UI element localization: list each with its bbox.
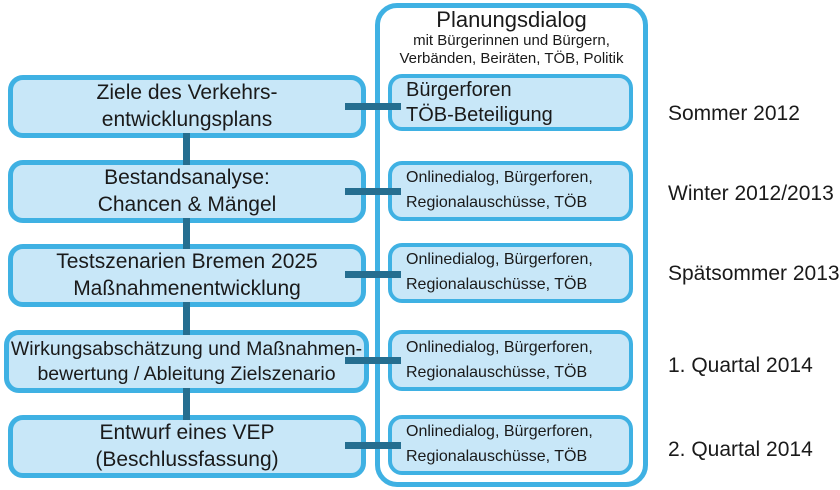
- timeline-label-row2: Winter 2012/2013: [668, 182, 834, 205]
- connector-vertical-stage1-stage2: [183, 133, 190, 165]
- participation-label-row4: Onlinedialog, Bürgerforen, Regionalausch…: [406, 338, 593, 381]
- stage-box-testszenarien: Testszenarien Bremen 2025 Maßnahmenentwi…: [8, 244, 366, 307]
- timeline-label-row5: 2. Quartal 2014: [668, 438, 813, 461]
- planungsdialog-subtitle: mit Bürgerinnen und Bürgern, Verbänden, …: [399, 32, 624, 67]
- connector-horizontal-row3: [345, 271, 401, 278]
- connector-vertical-stage2-stage3: [183, 218, 190, 249]
- connector-horizontal-row2: [345, 188, 401, 195]
- stage-label-entwurf-vep: Entwurf eines VEP (Beschlussfassung): [95, 420, 279, 471]
- participation-label-row3: Onlinedialog, Bürgerforen, Regionalausch…: [406, 251, 593, 293]
- stage-label-bestandsanalyse: Bestandsanalyse: Chancen & Mängel: [97, 165, 277, 216]
- stage-box-ziele: Ziele des Verkehrs- entwicklungsplans: [8, 75, 366, 138]
- stage-label-ziele: Ziele des Verkehrs- entwicklungsplans: [96, 80, 278, 131]
- timeline-label-row1: Sommer 2012: [668, 102, 800, 125]
- stage-box-entwurf-vep: Entwurf eines VEP (Beschlussfassung): [8, 415, 366, 478]
- stage-box-bestandsanalyse: Bestandsanalyse: Chancen & Mängel: [8, 160, 366, 223]
- connector-vertical-stage4-stage5: [183, 388, 190, 420]
- participation-box-row4: Onlinedialog, Bürgerforen, Regionalausch…: [388, 330, 633, 391]
- participation-label-row2: Onlinedialog, Bürgerforen, Regionalausch…: [406, 169, 593, 211]
- connector-horizontal-row4: [345, 357, 401, 364]
- participation-label-row5: Onlinedialog, Bürgerforen, Regionalausch…: [406, 423, 593, 465]
- connector-horizontal-row5: [345, 442, 401, 449]
- connector-vertical-stage3-stage4: [183, 302, 190, 335]
- connector-horizontal-row1: [345, 103, 401, 110]
- participation-box-row1: Bürgerforen TÖB-Beteiligung: [388, 74, 633, 131]
- participation-box-row5: Onlinedialog, Bürgerforen, Regionalausch…: [388, 415, 633, 475]
- timeline-label-row3: Spätsommer 2013: [668, 262, 840, 285]
- participation-box-row3: Onlinedialog, Bürgerforen, Regionalausch…: [388, 243, 633, 303]
- stage-label-testszenarien: Testszenarien Bremen 2025 Maßnahmenentwi…: [56, 249, 318, 300]
- timeline-label-row4: 1. Quartal 2014: [668, 354, 813, 377]
- participation-box-row2: Onlinedialog, Bürgerforen, Regionalausch…: [388, 161, 633, 221]
- planungsdialog-title: Planungsdialog: [436, 7, 587, 32]
- participation-label-row1: Bürgerforen TÖB-Beteiligung: [406, 78, 553, 126]
- stage-label-wirkungsabschaetzung: Wirkungsabschätzung und Maßnahmen- bewer…: [10, 337, 363, 385]
- stage-box-wirkungsabschaetzung: Wirkungsabschätzung und Maßnahmen- bewer…: [4, 330, 369, 393]
